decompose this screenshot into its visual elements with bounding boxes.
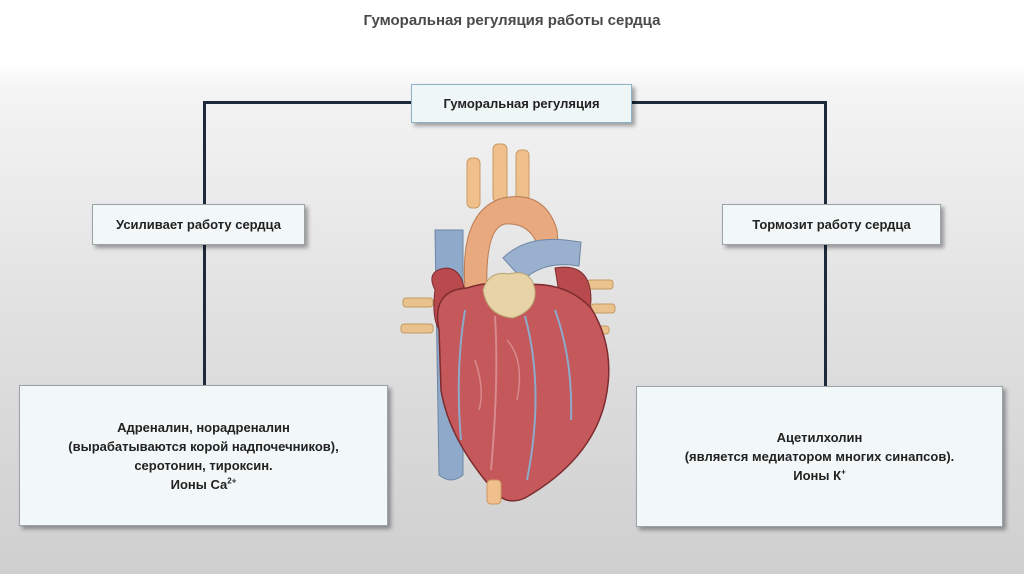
- connector-right-upper: [824, 101, 827, 204]
- inhibit-label: Тормозит работу сердца: [752, 217, 911, 232]
- coronary-vessel-4: [554, 309, 573, 421]
- connector-left-lower: [203, 244, 206, 385]
- enhancers-box: Адреналин, норадреналин (вырабатываются …: [19, 385, 388, 526]
- enhancers-ions-charge: 2+: [227, 476, 237, 486]
- enhancers-ions-text: Ионы Са: [170, 476, 228, 492]
- aorta-branch-2: [492, 143, 508, 203]
- root-box: Гуморальная регуляция: [411, 84, 632, 123]
- enhancers-line-3: серотонин, тироксин.: [134, 457, 273, 473]
- aorta-branch-3: [515, 149, 530, 205]
- inhibitors-ions-text: Ионы К: [793, 468, 842, 483]
- connector-right-lower: [824, 244, 827, 386]
- enhancers-line-2: (вырабатываются корой надпочечников),: [68, 438, 339, 454]
- inhibitors-ions: Ионы К+: [793, 466, 845, 485]
- coronary-fat: [482, 272, 536, 319]
- enhancers-line-1: Адреналин, норадреналин: [117, 419, 290, 435]
- coronary-vessel-5: [506, 339, 521, 401]
- coronary-vessel-3: [524, 315, 537, 481]
- connector-top-left: [203, 101, 412, 104]
- inhibit-box: Тормозит работу сердца: [722, 204, 941, 245]
- coronary-vessel-2: [490, 315, 498, 471]
- root-label: Гуморальная регуляция: [443, 96, 600, 111]
- enhancers-ions: Ионы Са2+: [171, 475, 237, 494]
- coronary-vessel-1: [457, 309, 466, 441]
- pulmonary-vein-left-1: [402, 297, 434, 308]
- descending-aorta: [486, 479, 502, 505]
- pulmonary-vein-right-1: [586, 279, 614, 290]
- heart-illustration: [400, 143, 616, 505]
- coronary-vessel-6: [474, 359, 482, 411]
- connector-left-upper: [203, 101, 206, 204]
- enhance-box: Усиливает работу сердца: [92, 204, 305, 245]
- pulmonary-vein-right-2: [590, 303, 616, 314]
- inhibitors-line-2: (является медиатором многих синапсов).: [684, 449, 955, 464]
- inhibitors-ions-charge: +: [841, 467, 846, 477]
- connector-top-right: [631, 101, 827, 104]
- pulmonary-artery: [502, 238, 582, 281]
- aorta-branch-1: [466, 157, 481, 209]
- aortic-arch: [463, 196, 560, 291]
- pulmonary-vein-left-2: [400, 323, 434, 334]
- inhibitors-line-1: Ацетилхолин: [776, 430, 863, 445]
- enhance-label: Усиливает работу сердца: [116, 217, 281, 232]
- inhibitors-box: Ацетилхолин (является медиатором многих …: [636, 386, 1003, 527]
- slide-title: Гуморальная регуляция работы сердца: [363, 12, 661, 29]
